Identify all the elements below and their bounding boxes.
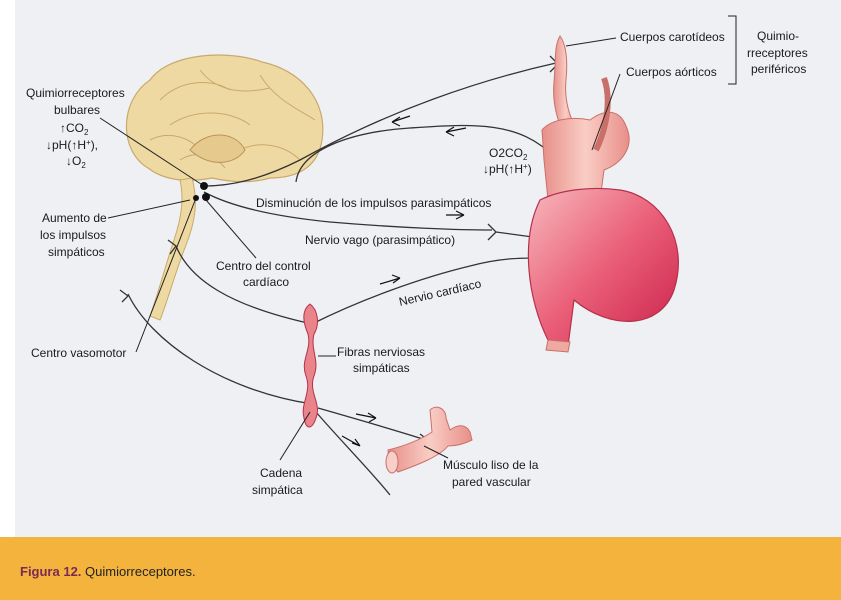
label-heart-o2co2-sub: 2 — [523, 153, 528, 162]
direction-arrows — [341, 115, 467, 447]
label-cuerpos-aorticos: Cuerpos aórticos — [626, 65, 717, 79]
vessel-illustration — [385, 406, 473, 474]
label-co2-main: ↑CO — [60, 121, 84, 135]
chemoreceptor-diagram: Quimiorreceptores bulbares ↑CO2 ↓pH(↑H+)… — [26, 15, 808, 497]
figure-caption-text: Quimiorreceptores. — [81, 564, 196, 579]
label-aumento-1: Aumento de — [42, 211, 107, 225]
label-cuerpos-carotideos: Cuerpos carotídeos — [620, 30, 725, 44]
label-heart-ph-plus: + — [523, 162, 528, 171]
leader-lines — [99, 15, 737, 461]
label-quimiorreceptores-bulbares: Quimiorreceptores — [26, 86, 125, 100]
label-o2-sub: 2 — [81, 161, 86, 170]
label-aumento-2: los impulsos — [40, 228, 106, 242]
label-centro-vasomotor: Centro vasomotor — [31, 346, 126, 360]
label-aumento-3: simpáticos — [48, 245, 105, 259]
label-nervio-cardiaco: Nervio cardíaco — [398, 276, 483, 309]
label-o2: ↓O2 — [66, 154, 86, 170]
caption-bar — [0, 537, 841, 600]
label-ph: ↓pH(↑H+), — [46, 138, 98, 152]
label-fibras-2: simpáticas — [353, 361, 410, 375]
label-co2: ↑CO2 — [60, 121, 89, 137]
label-o2-main: ↓O — [66, 154, 81, 168]
brain-illustration — [125, 54, 324, 321]
label-disminucion: Disminución de los impulsos parasimpátic… — [256, 196, 491, 210]
label-quimio-1: Quimio- — [757, 29, 799, 43]
label-heart-o2co2: O2CO2 — [489, 146, 528, 162]
label-heart-ph-tail: ) — [528, 162, 532, 176]
label-heart-o2co2-main: O2CO — [489, 146, 523, 160]
sympathetic-chain — [302, 303, 318, 428]
label-centro-control-1: Centro del control — [216, 259, 311, 273]
label-centro-control-2: cardíaco — [243, 275, 289, 289]
label-co2-sub: 2 — [84, 128, 89, 137]
label-quimio-2: rreceptores — [747, 46, 808, 60]
label-musculo-2: pared vascular — [452, 475, 531, 489]
label-cadena-1: Cadena — [260, 466, 302, 480]
label-bulbares: bulbares — [54, 103, 100, 117]
figure-caption-label: Figura 12. — [20, 564, 82, 579]
heart-illustration — [527, 35, 679, 353]
label-fibras-1: Fibras nerviosas — [337, 345, 425, 359]
label-ph-main: ↓pH(↑H — [46, 138, 86, 152]
medulla-nodes — [193, 182, 210, 201]
label-cadena-2: simpática — [252, 483, 303, 497]
label-ph-plus: + — [86, 138, 91, 147]
label-nervio-vago: Nervio vago (parasimpático) — [305, 233, 455, 247]
label-heart-ph: ↓pH(↑H+) — [483, 162, 532, 176]
figure-caption: Figura 12. Quimiorreceptores. — [20, 564, 196, 579]
label-ph-tail: ), — [91, 138, 98, 152]
label-heart-ph-main: ↓pH(↑H — [483, 162, 523, 176]
label-musculo-1: Músculo liso de la — [443, 458, 539, 472]
label-quimio-3: periféricos — [751, 62, 806, 76]
